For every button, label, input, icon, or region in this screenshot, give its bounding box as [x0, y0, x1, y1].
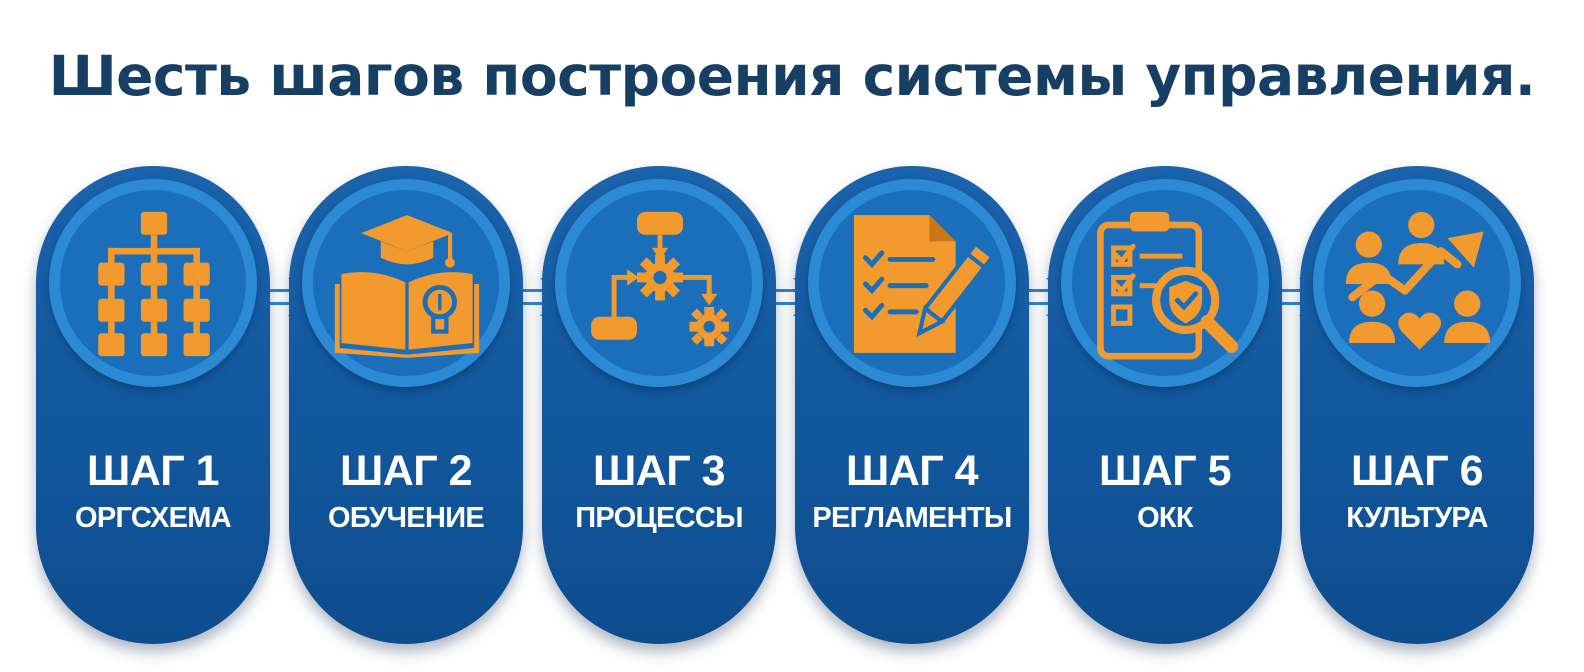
step-6-icon-circle [1313, 179, 1521, 387]
step-4-number: ШАГ 4 [845, 447, 979, 495]
culture-team-icon [1336, 202, 1500, 366]
step-5-number: ШАГ 5 [1098, 447, 1232, 495]
step-1-number: ШАГ 1 [86, 447, 220, 495]
process-flow-icon [578, 202, 742, 366]
step-2-name: ОБУЧЕНИЕ [328, 502, 485, 534]
step-2: ШАГ 2 ОБУЧЕНИЕ [289, 166, 523, 644]
page-title: Шесть шагов построения системы управлени… [48, 44, 1536, 108]
step-4-icon-circle [808, 179, 1016, 387]
step-6: ШАГ 6 КУЛЬТУРА [1300, 166, 1534, 644]
org-chart-icon [72, 202, 236, 366]
step-1: ШАГ 1 ОРГСХЕМА [36, 166, 270, 644]
step-6-number: ШАГ 6 [1350, 447, 1484, 495]
step-2-icon-circle [302, 179, 510, 387]
step-1-name: ОРГСХЕМА [75, 502, 232, 534]
regulations-document-icon [831, 202, 995, 366]
step-3-icon-circle [555, 179, 763, 387]
step-4: ШАГ 4 РЕГЛАМЕНТЫ [795, 166, 1029, 644]
step-4-name: РЕГЛАМЕНТЫ [812, 502, 1012, 534]
education-icon [325, 202, 489, 366]
step-5: ШАГ 5 ОКК [1048, 166, 1282, 644]
step-1-icon-circle [49, 179, 257, 387]
step-5-icon-circle [1061, 179, 1269, 387]
step-3-number: ШАГ 3 [592, 447, 726, 495]
step-6-name: КУЛЬТУРА [1346, 502, 1488, 534]
quality-control-icon [1084, 202, 1248, 366]
step-3-name: ПРОЦЕССЫ [575, 502, 743, 534]
step-5-name: ОКК [1137, 502, 1194, 534]
step-3: ШАГ 3 ПРОЦЕССЫ [542, 166, 776, 644]
step-2-number: ШАГ 2 [339, 447, 473, 495]
